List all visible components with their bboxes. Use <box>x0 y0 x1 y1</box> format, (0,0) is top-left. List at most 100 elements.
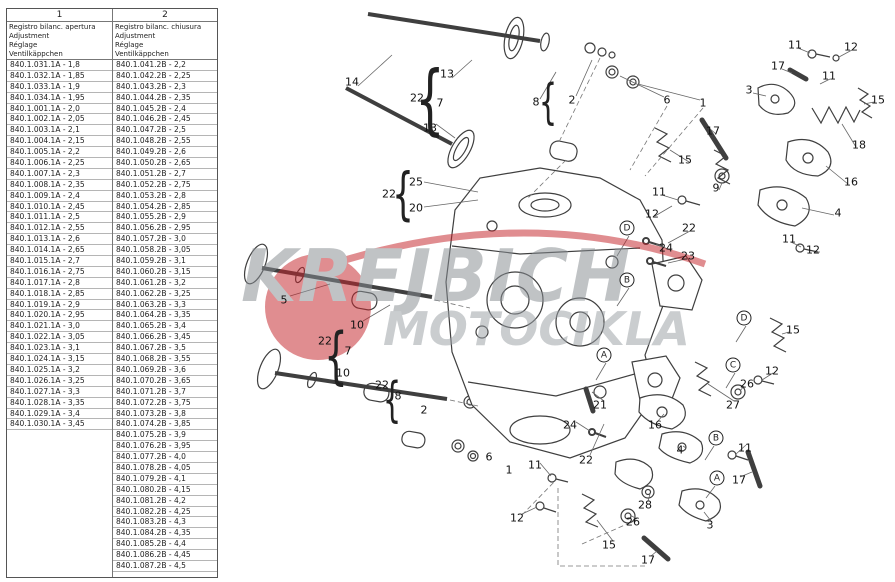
part-row: 840.1.026.1A - 3,25 <box>7 376 112 387</box>
part-row: 840.1.085.2B - 4,4 <box>113 539 217 551</box>
part-row: 840.1.086.2B - 4,45 <box>113 550 217 561</box>
part-row: 840.1.053.2B - 2,8 <box>113 191 217 202</box>
valve-icon <box>243 243 433 299</box>
part-row: 840.1.066.2B - 3,45 <box>113 332 217 344</box>
part-row: 840.1.013.1A - 2,6 <box>7 234 112 246</box>
cylinder-head-outline <box>445 167 666 459</box>
part-row: 840.1.021.1A - 3,0 <box>7 321 112 333</box>
cap-icon <box>620 168 746 524</box>
part-row: 840.1.087.2B - 4,5 <box>113 561 217 572</box>
part-row: 840.1.022.1A - 3,05 <box>7 332 112 344</box>
part-row: 840.1.072.2B - 3,75 <box>113 398 217 409</box>
rocker-arm-icon <box>614 83 832 522</box>
part-row: 840.1.020.1A - 2,95 <box>7 310 112 322</box>
part-row: 840.1.069.2B - 3,6 <box>113 365 217 376</box>
desc-line: Adjustment <box>9 32 50 40</box>
part-row: 840.1.056.2B - 2,95 <box>113 223 217 235</box>
part-row: 840.1.050.2B - 2,65 <box>113 158 217 169</box>
part-row: 840.1.078.2B - 4,05 <box>113 463 217 474</box>
part-row: 840.1.058.2B - 3,05 <box>113 245 217 257</box>
part-row: 840.1.012.1A - 2,55 <box>7 223 112 235</box>
part-row: 840.1.002.1A - 2,05 <box>7 114 112 126</box>
part-row: 840.1.077.2B - 4,0 <box>113 452 217 463</box>
column-description: Registro bilanc. apertura Adjustment Rég… <box>7 22 112 60</box>
part-row: 840.1.041.2B - 2,2 <box>113 60 217 71</box>
part-row: 840.1.010.1A - 2,45 <box>7 202 112 213</box>
part-row: 840.1.031.1A - 1,8 <box>7 60 112 71</box>
part-row: 840.1.046.2B - 2,45 <box>113 114 217 126</box>
part-row: 840.1.062.2B - 3,25 <box>113 289 217 300</box>
part-row: 840.1.064.2B - 3,35 <box>113 310 217 322</box>
shim-col-opening: 1 Registro bilanc. apertura Adjustment R… <box>7 9 112 577</box>
part-row: 840.1.016.1A - 2,75 <box>7 267 112 278</box>
part-row: 840.1.005.1A - 2,2 <box>7 147 112 159</box>
adjuster-icon <box>535 49 840 513</box>
part-row: 840.1.047.2B - 2,5 <box>113 125 217 137</box>
part-row: 840.1.044.2B - 2,35 <box>113 93 217 104</box>
desc-line: Adjustment <box>115 32 156 40</box>
part-row: 840.1.027.1A - 3,3 <box>7 387 112 398</box>
valve-icon <box>256 348 448 401</box>
part-row: 840.1.032.1A - 1,85 <box>7 71 112 82</box>
part-row: 840.1.015.1A - 2,7 <box>7 256 112 267</box>
part-row: 840.1.063.2B - 3,3 <box>113 300 217 311</box>
part-row: 840.1.052.2B - 2,75 <box>113 180 217 191</box>
part-row: 840.1.014.1A - 2,65 <box>7 245 112 257</box>
part-row: 840.1.003.1A - 2,1 <box>7 125 112 137</box>
part-row: 840.1.025.1A - 3,2 <box>7 365 112 376</box>
valve-icon <box>367 12 550 60</box>
part-row: 840.1.076.2B - 3,95 <box>113 441 217 453</box>
part-row: 840.1.073.2B - 3,8 <box>113 409 217 420</box>
desc-line: Registro bilanc. apertura <box>9 23 96 31</box>
part-row: 840.1.054.2B - 2,85 <box>113 202 217 213</box>
column-number: 1 <box>7 9 112 22</box>
shim-cluster-icon <box>451 42 640 462</box>
valve-icon <box>345 86 475 169</box>
part-row: 840.1.071.2B - 3,7 <box>113 387 217 398</box>
part-row: 840.1.048.2B - 2,55 <box>113 136 217 148</box>
desc-line: Registro bilanc. chiusura <box>115 23 202 31</box>
bracket-icon <box>631 255 703 405</box>
desc-line: Réglage <box>115 41 144 49</box>
desc-line: Réglage <box>9 41 38 49</box>
part-row: 840.1.051.2B - 2,7 <box>113 169 217 180</box>
leader-lines <box>289 47 875 557</box>
column-description: Registro bilanc. chiusura Adjustment Rég… <box>113 22 217 60</box>
desc-line: Ventilkäppchen <box>115 50 169 58</box>
part-row: 840.1.049.2B - 2,6 <box>113 147 217 159</box>
construction-lines <box>434 57 704 567</box>
part-row: 840.1.009.1A - 2,4 <box>7 191 112 202</box>
part-row: 840.1.079.2B - 4,1 <box>113 474 217 485</box>
part-row: 840.1.080.2B - 4,15 <box>113 485 217 496</box>
part-row: 840.1.011.1A - 2,5 <box>7 212 112 224</box>
pin-icon <box>583 67 809 562</box>
part-row: 840.1.001.1A - 2,0 <box>7 104 112 115</box>
part-row: 840.1.023.1A - 3,1 <box>7 343 112 355</box>
part-row: 840.1.028.1A - 3,35 <box>7 398 112 409</box>
part-row: 840.1.059.2B - 3,1 <box>113 256 217 267</box>
part-row: 840.1.033.1A - 1,9 <box>7 82 112 93</box>
part-row: 840.1.029.1A - 3,4 <box>7 409 112 420</box>
column-number: 2 <box>113 9 217 22</box>
part-row: 840.1.008.1A - 2,35 <box>7 180 112 191</box>
part-row: 840.1.070.2B - 3,65 <box>113 376 217 387</box>
part-row: 840.1.083.2B - 4,3 <box>113 517 217 529</box>
part-row: 840.1.006.1A - 2,25 <box>7 158 112 169</box>
part-row: 840.1.065.2B - 3,4 <box>113 321 217 333</box>
part-row: 840.1.042.2B - 2,25 <box>113 71 217 82</box>
part-row: 840.1.055.2B - 2,9 <box>113 212 217 224</box>
part-row: 840.1.082.2B - 4,25 <box>113 507 217 518</box>
part-row: 840.1.024.1A - 3,15 <box>7 354 112 365</box>
part-row: 840.1.019.1A - 2,9 <box>7 300 112 311</box>
part-row: 840.1.068.2B - 3,55 <box>113 354 217 365</box>
desc-line: Ventilkäppchen <box>9 50 63 58</box>
part-row: 840.1.043.2B - 2,3 <box>113 82 217 93</box>
part-row: 840.1.018.1A - 2,85 <box>7 289 112 300</box>
part-row: 840.1.075.2B - 3,9 <box>113 430 217 442</box>
part-row: 840.1.074.2B - 3,85 <box>113 419 217 431</box>
part-row: 840.1.081.2B - 4,2 <box>113 496 217 507</box>
part-row: 840.1.030.1A - 3,45 <box>7 419 112 431</box>
